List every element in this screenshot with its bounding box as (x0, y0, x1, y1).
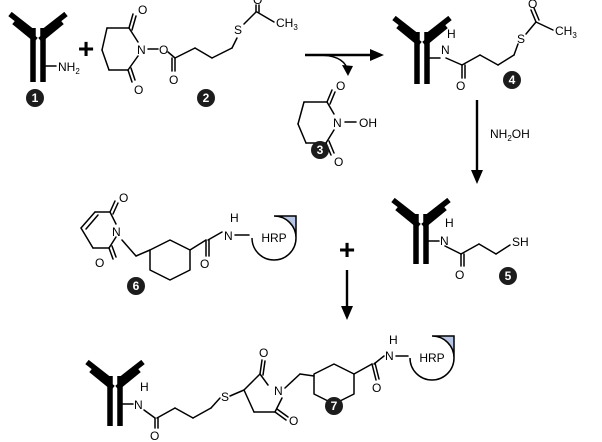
number-badge-7 (325, 397, 343, 415)
compound-number-5: 5 (505, 269, 512, 283)
number-badge-2 (197, 89, 215, 107)
nitrogen-label: N (274, 384, 283, 398)
methyl-label: CH3 (276, 16, 298, 32)
nitrogen-label: N (333, 116, 342, 130)
hydrogen-label: H (230, 211, 239, 225)
nitrogen-label: N (385, 349, 394, 363)
enzyme-icon (251, 215, 297, 261)
antibody-icon (391, 197, 451, 264)
plus-sign-1: + (78, 33, 94, 64)
compound-number-4: 4 (509, 73, 516, 87)
nitrogen-label: N (134, 398, 143, 412)
compound-7: H N O S O O N O H N HRP (85, 333, 455, 442)
antibody-icon (85, 359, 145, 426)
compound-number-3: 3 (317, 143, 324, 157)
sulfur-label: S (221, 390, 229, 404)
compound-1: NH2 1 (8, 11, 80, 107)
nitrogen-label: N (137, 43, 146, 57)
oxygen-label: O (456, 79, 465, 93)
hydrogen-label: H (389, 333, 398, 347)
number-badge-1 (26, 89, 44, 107)
oxygen-label: O (372, 381, 381, 395)
reaction-arrow-1 (305, 49, 384, 76)
compound-4: H N O S O CH3 4 (392, 0, 577, 93)
oxygen-label: O (119, 191, 128, 205)
oxygen-label: O (200, 257, 209, 271)
hydroxyl-label: OH (359, 116, 377, 130)
sulfur-label: S (234, 23, 242, 37)
oxygen-label: O (169, 73, 178, 87)
oxygen-label: O (159, 43, 168, 57)
compound-number-6: 6 (133, 279, 140, 293)
antibody-icon (392, 15, 452, 84)
oxygen-label: O (150, 429, 159, 442)
nitrogen-label: N (440, 234, 449, 248)
reagent-label: NH2OH (490, 127, 530, 143)
oxygen-label: O (138, 3, 147, 17)
amine-label: NH2 (58, 60, 80, 76)
number-badge-5 (499, 267, 517, 285)
compound-3: O O N OH 3 (297, 79, 377, 169)
oxygen-label: O (259, 346, 268, 360)
nitrogen-label: N (112, 225, 121, 239)
hydrogen-label: H (445, 216, 454, 230)
number-badge-3 (311, 141, 329, 159)
methyl-label: CH3 (555, 24, 577, 40)
oxygen-label: O (336, 79, 345, 93)
reaction-arrow-3 (341, 270, 353, 320)
antibody-icon (8, 11, 68, 82)
oxygen-label: O (95, 256, 104, 270)
enzyme-icon (409, 335, 455, 381)
oxygen-label: O (134, 83, 143, 97)
sulfur-label: S (517, 32, 525, 46)
number-badge-4 (503, 71, 521, 89)
compound-2: O O N O O S O CH3 2 (101, 0, 298, 107)
nitrogen-label: N (441, 43, 450, 57)
compound-number-1: 1 (32, 91, 39, 105)
compound-5: H N O SH 5 (391, 197, 529, 285)
oxygen-label: O (289, 414, 298, 428)
enzyme-label: HRP (261, 231, 286, 245)
plus-sign-2: + (339, 234, 355, 265)
oxygen-label: O (334, 155, 343, 169)
thiol-label: SH (512, 235, 529, 249)
oxygen-label: O (455, 268, 464, 282)
oxygen-label: O (253, 0, 262, 7)
enzyme-label: HRP (419, 351, 444, 365)
compound-6: O O N O H N HRP 6 (80, 191, 297, 295)
oxygen-label: O (528, 0, 537, 11)
nitrogen-label: N (224, 229, 233, 243)
reaction-arrow-2: NH2OH (471, 100, 530, 184)
compound-number-7: 7 (331, 399, 338, 413)
hydrogen-label: H (447, 27, 456, 41)
number-badge-6 (127, 277, 145, 295)
hydrogen-label: H (140, 380, 149, 394)
compound-number-2: 2 (203, 91, 210, 105)
